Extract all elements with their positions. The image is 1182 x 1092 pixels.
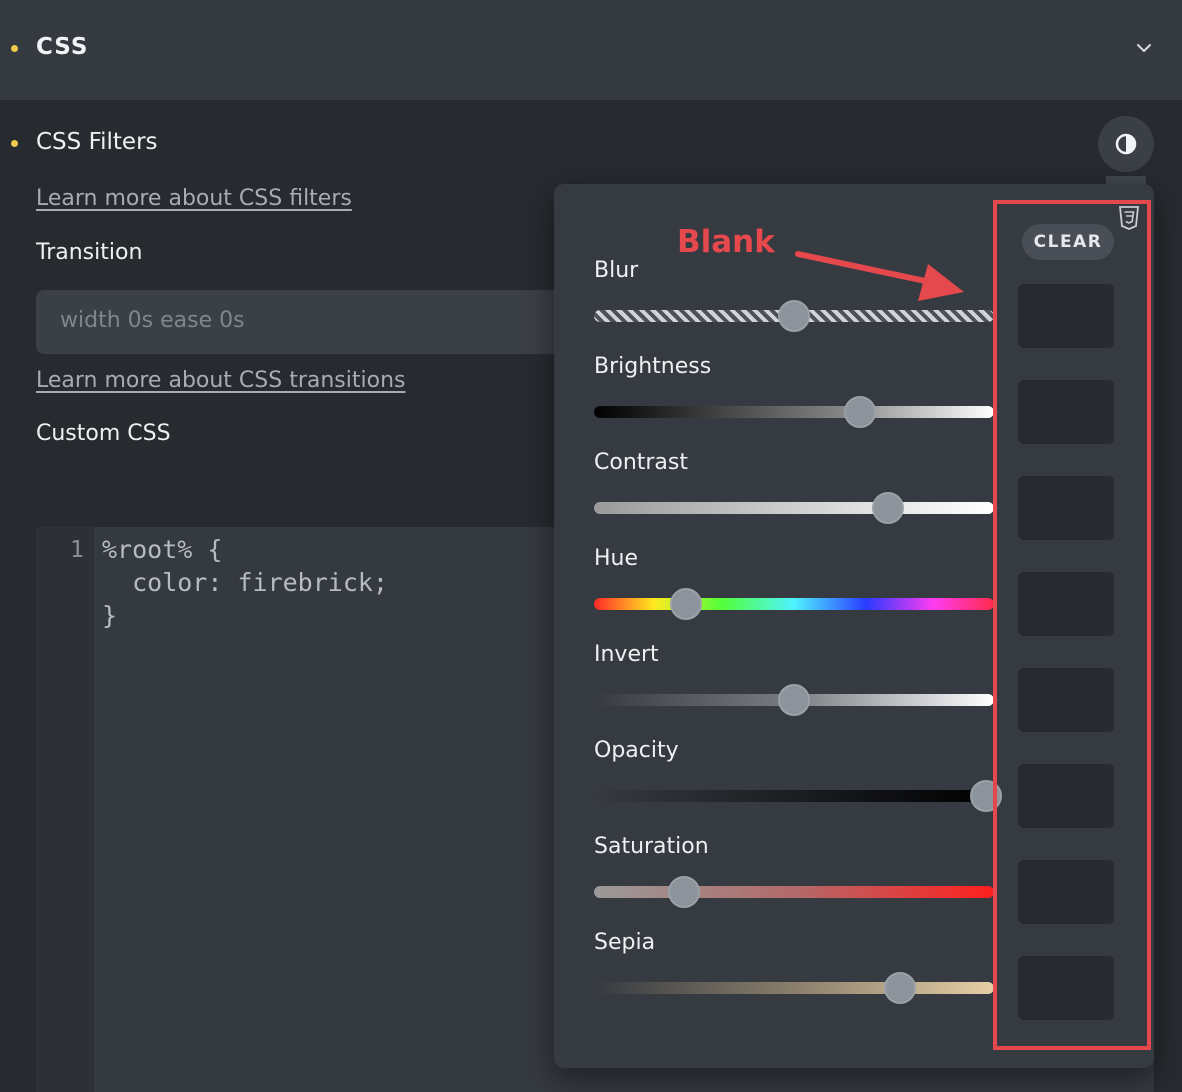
editor-gutter: 1: [36, 527, 94, 1092]
opacity-value-field[interactable]: [1018, 764, 1114, 828]
brightness-value-field[interactable]: [1018, 380, 1114, 444]
filters-title: CSS Filters: [36, 129, 158, 155]
saturation-slider-thumb[interactable]: [668, 876, 700, 908]
opacity-slider-thumb[interactable]: [970, 780, 1002, 812]
transition-label: Transition: [36, 240, 143, 265]
sepia-value-field[interactable]: [1018, 956, 1114, 1020]
invert-value-field[interactable]: [1018, 668, 1114, 732]
filter-label-blur: Blur: [594, 258, 639, 283]
sepia-slider-track[interactable]: [594, 982, 994, 994]
contrast-slider-track[interactable]: [594, 502, 994, 514]
opacity-slider-track[interactable]: [594, 790, 994, 802]
saturation-value-field[interactable]: [1018, 860, 1114, 924]
chevron-down-icon[interactable]: [1134, 38, 1154, 58]
brightness-slider-track[interactable]: [594, 406, 994, 418]
css-section-header[interactable]: CSS: [0, 0, 1182, 100]
filter-label-hue: Hue: [594, 546, 639, 571]
invert-slider-thumb[interactable]: [778, 684, 810, 716]
filter-label-opacity: Opacity: [594, 738, 679, 763]
line-number: 1: [70, 537, 84, 563]
filter-label-sepia: Sepia: [594, 930, 656, 955]
blur-slider-thumb[interactable]: [778, 300, 810, 332]
filter-label-saturation: Saturation: [594, 834, 709, 859]
saturation-slider-track[interactable]: [594, 886, 994, 898]
modified-dot: [11, 45, 18, 52]
learn-transitions-link[interactable]: Learn more about CSS transitions: [36, 368, 406, 393]
sepia-slider-thumb[interactable]: [884, 972, 916, 1004]
filter-label-brightness: Brightness: [594, 354, 712, 379]
code-line: color: firebrick;: [102, 568, 388, 597]
blur-value-field[interactable]: [1018, 284, 1114, 348]
css3-icon: [1119, 206, 1139, 230]
brightness-slider-thumb[interactable]: [844, 396, 876, 428]
filters-toggle-button[interactable]: [1098, 116, 1154, 172]
filters-modified-dot: [11, 140, 18, 147]
learn-filters-link[interactable]: Learn more about CSS filters: [36, 186, 352, 211]
contrast-slider-thumb[interactable]: [872, 492, 904, 524]
filter-label-invert: Invert: [594, 642, 659, 667]
transition-input[interactable]: width 0s ease 0s: [36, 290, 596, 354]
hue-value-field[interactable]: [1018, 572, 1114, 636]
code-line: %root% {: [102, 535, 223, 564]
contrast-icon: [1115, 133, 1137, 155]
hue-slider-track[interactable]: [594, 598, 994, 610]
hue-slider-thumb[interactable]: [670, 588, 702, 620]
clear-button[interactable]: CLEAR: [1022, 224, 1114, 260]
contrast-value-field[interactable]: [1018, 476, 1114, 540]
custom-css-label: Custom CSS: [36, 421, 171, 446]
annotation-label: Blank: [677, 224, 775, 260]
code-line: }: [102, 601, 118, 630]
annotation-arrow-icon: [795, 251, 964, 301]
filter-label-contrast: Contrast: [594, 450, 689, 475]
section-title: CSS: [36, 34, 89, 60]
